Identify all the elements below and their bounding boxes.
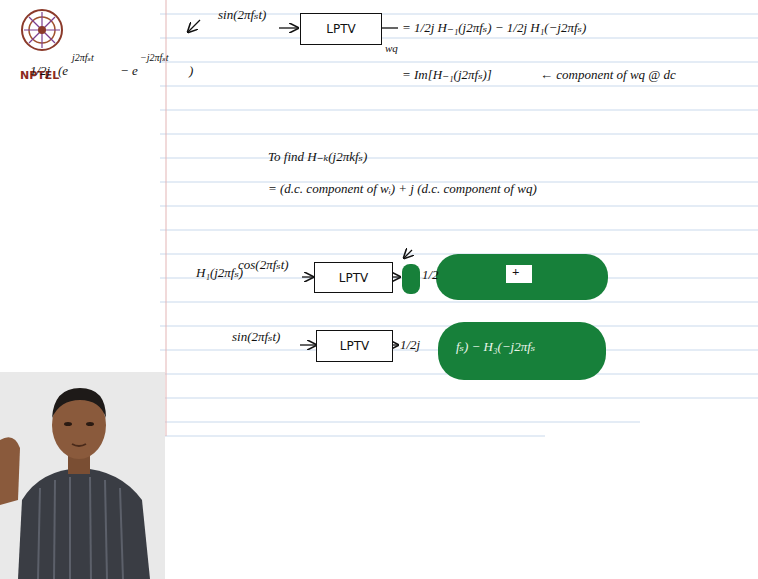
handwritten-note: 1/2j: [30, 64, 50, 79]
handwritten-note: 1/2: [422, 268, 439, 283]
process-box: LPTV: [300, 13, 382, 45]
box-text: LPTV: [339, 271, 368, 285]
presenter-photo: [0, 372, 165, 579]
handwritten-note: 1/2j: [400, 338, 420, 353]
white-patch: [506, 265, 532, 283]
handwritten-note: To find H₋ₖ(j2πkfₛ): [268, 150, 367, 165]
handwritten-note: cos(2πfₛt): [238, 258, 289, 273]
handwritten-note: H₁(j2πfₛ): [196, 266, 243, 281]
box-text: LPTV: [340, 339, 369, 353]
handwritten-note: (e: [58, 64, 68, 79]
nptel-logo: [22, 10, 62, 50]
handwritten-note: = 1/2j H₋₁(j2πfₛ) − 1/2j H₁(−j2πfₛ): [402, 21, 586, 36]
handwritten-note: sin(2πfₛt): [218, 8, 266, 23]
handwritten-note: −j2πfₛt: [140, 52, 168, 64]
handwritten-note: = Im[H₋₁(j2πfₛ)]: [402, 68, 492, 83]
box-text: LPTV: [326, 22, 355, 36]
handwritten-note: +: [512, 265, 519, 280]
handwritten-note: − e: [120, 64, 138, 79]
handwritten-note: wq: [385, 42, 398, 55]
handwritten-note: sin(2πfₛt): [232, 330, 280, 345]
handwritten-note: ): [189, 64, 193, 79]
handwritten-note: ← component of wq @ dc: [540, 68, 676, 83]
handwritten-note: j2πfₛt: [72, 52, 94, 64]
process-box: LPTV: [316, 330, 393, 362]
process-box: LPTV: [314, 262, 393, 293]
highlight-blob: [402, 254, 608, 380]
handwritten-note: fₛ) − H₃(−j2πfₛ: [456, 340, 535, 355]
handwritten-note: = (d.c. component of wᵢ) + j (d.c. compo…: [268, 182, 537, 197]
